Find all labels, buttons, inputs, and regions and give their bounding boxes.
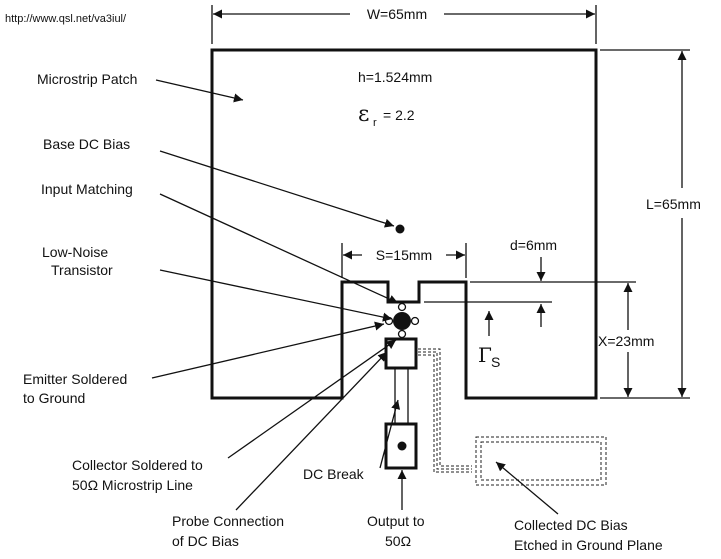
output-dot (397, 441, 407, 451)
epsilon-value: = 2.2 (383, 107, 415, 123)
transistor-body (393, 312, 411, 330)
pointer-emitter (151, 321, 385, 379)
label-collector-line2: 50Ω Microstrip Line (72, 477, 193, 493)
label-collected-line1: Collected DC Bias (514, 517, 628, 533)
label-low-noise-line2: Transistor (51, 262, 113, 278)
pointer-base-dc-bias (159, 150, 395, 228)
length-label: L=65mm (646, 196, 701, 212)
label-output-line1: Output to (367, 513, 425, 529)
slot-spacing-label: S=15mm (376, 247, 432, 263)
slot-depth-d-label: d=6mm (510, 237, 557, 253)
ground-plane-bias-inner (480, 441, 602, 481)
pointer-collected (495, 461, 559, 515)
pointer-low-noise (159, 269, 393, 322)
dc-bias-trace (418, 348, 472, 473)
label-base-dc-bias: Base DC Bias (43, 136, 130, 152)
label-probe-line1: Probe Connection (172, 513, 284, 529)
epsilon-subscript: r (373, 117, 377, 129)
label-dc-break: DC Break (303, 466, 365, 482)
ground-plane-bias-outer (475, 436, 607, 486)
source-url: http://www.qsl.net/va3iul/ (5, 13, 127, 25)
transistor-base (397, 302, 407, 312)
height-label: h=1.524mm (358, 69, 432, 85)
label-microstrip-patch: Microstrip Patch (37, 71, 137, 87)
label-output-line2: 50Ω (385, 533, 411, 549)
label-collector-line1: Collector Soldered to (72, 457, 203, 473)
label-collected-line2: Etched in Ground Plane (514, 537, 663, 553)
pointer-probe (235, 351, 388, 511)
gamma-subscript: S (491, 354, 500, 370)
transistor-collector (397, 329, 407, 339)
base-dc-bias-dot (395, 224, 405, 234)
label-emitter-line1: Emitter Soldered (23, 371, 127, 387)
pointer-input-matching (159, 193, 399, 304)
label-low-noise-line1: Low-Noise (42, 244, 108, 260)
transistor-emitter-right (410, 316, 420, 326)
pointer-collector (227, 339, 397, 459)
width-label: W=65mm (367, 6, 427, 22)
label-emitter-line2: to Ground (23, 390, 85, 406)
epsilon-symbol: ε (358, 102, 369, 127)
label-input-matching: Input Matching (41, 181, 133, 197)
gamma-symbol: Γ (478, 343, 492, 367)
slot-depth-x-label: X=23mm (598, 333, 654, 349)
label-probe-line2: of DC Bias (172, 533, 239, 549)
pointer-microstrip-patch (155, 79, 244, 103)
pointer-dc-break (379, 399, 401, 469)
microstrip-patch-outline (210, 48, 598, 400)
